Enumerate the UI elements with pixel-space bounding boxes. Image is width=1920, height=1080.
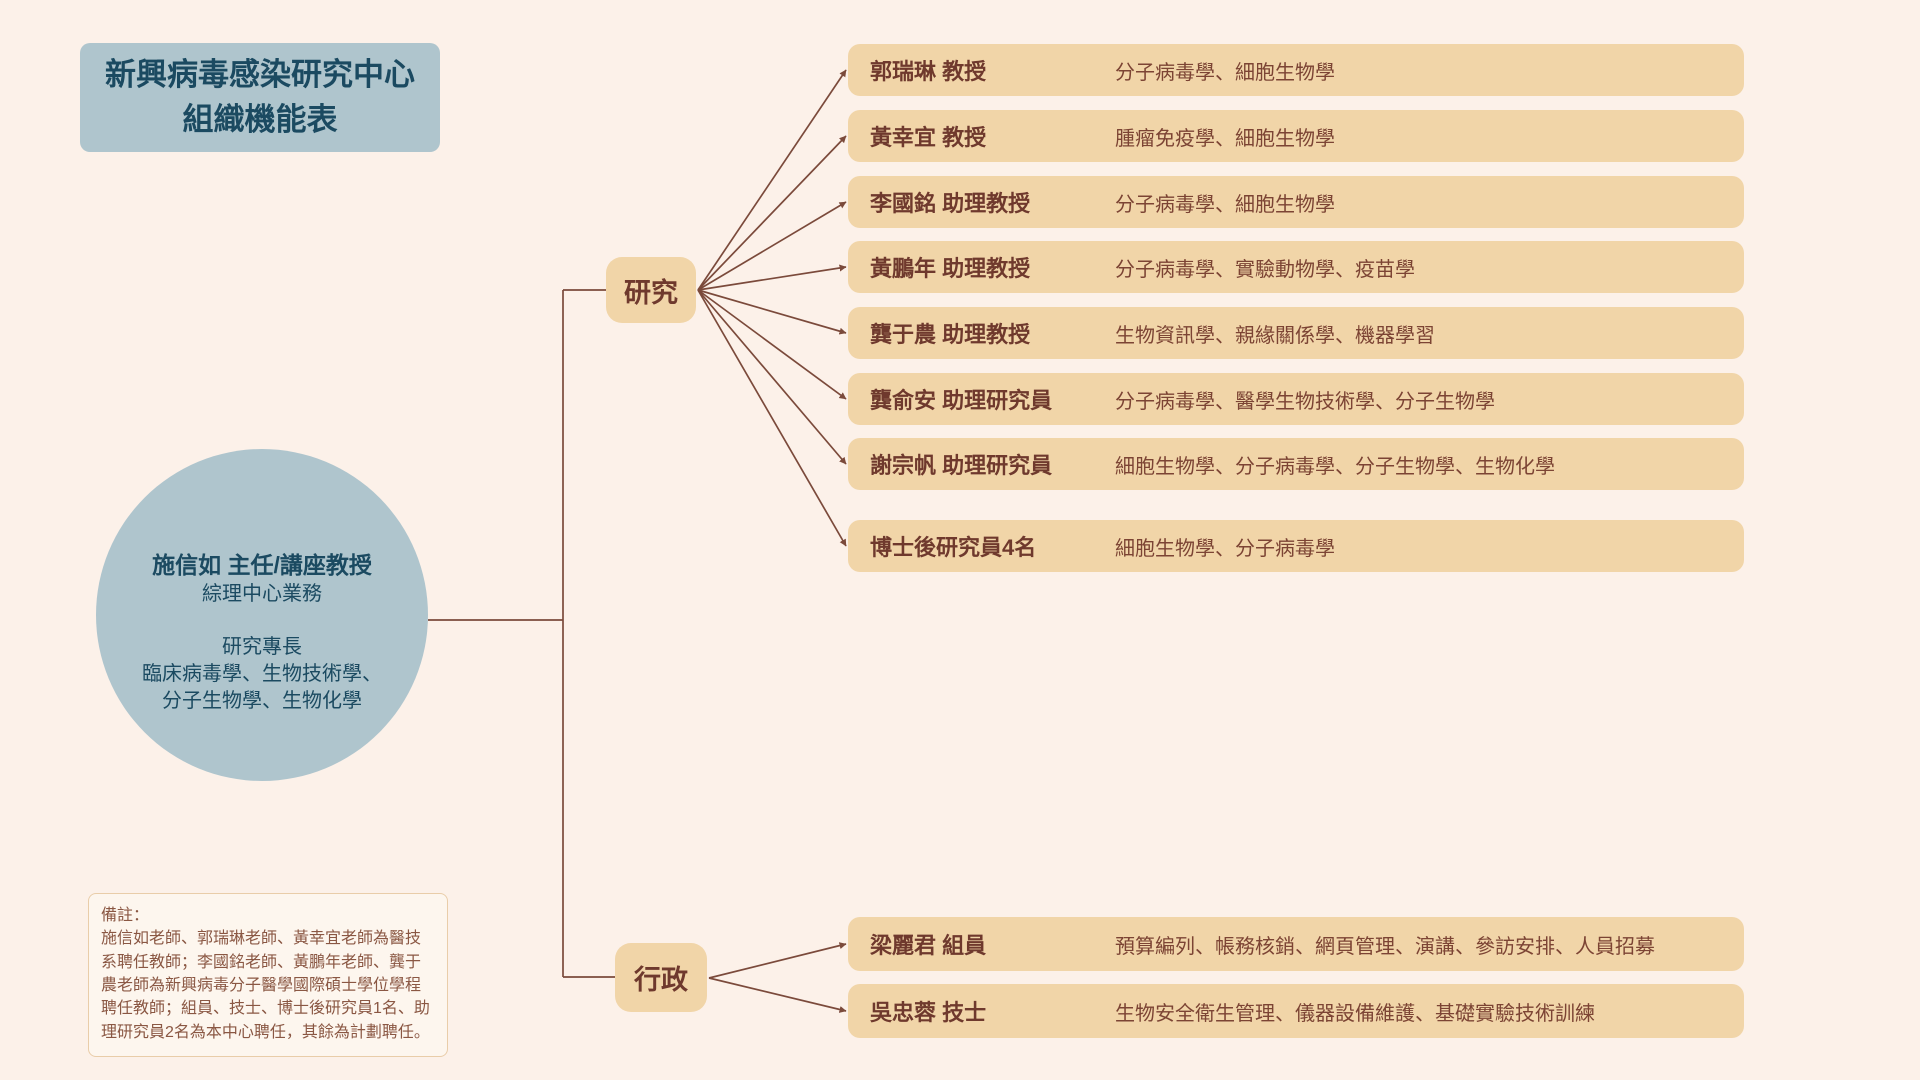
member-name: 吳忠蓉 技士	[870, 1000, 987, 1025]
note-label: 備註：	[101, 907, 150, 924]
branch-node-admin: 行政	[615, 943, 707, 1012]
chart-title-line2: 組織機能表	[182, 101, 338, 137]
director-role: 綜理中心業務	[202, 582, 322, 605]
branch-node-research: 研究	[606, 257, 696, 323]
member-specialty: 分子病毒學、細胞生物學	[1115, 61, 1335, 84]
note-box: 備註： 施信如老師、郭瑞琳老師、黃幸宜老師為醫技系聘任教師；李國銘老師、黃鵬年老…	[88, 893, 448, 1058]
member-specialty: 分子病毒學、實驗動物學、疫苗學	[1115, 258, 1415, 281]
member-specialty: 腫瘤免疫學、細胞生物學	[1115, 127, 1335, 150]
member-specialty: 細胞生物學、分子病毒學、分子生物學、生物化學	[1115, 455, 1555, 478]
chart-title-line1: 新興病毒感染研究中心	[105, 56, 415, 92]
director-expertise-line1: 臨床病毒學、生物技術學、	[142, 662, 382, 685]
branch-admin-label: 行政	[634, 965, 688, 995]
member-row: 梁麗君 組員 預算編列、帳務核銷、網頁管理、演講、參訪安排、人員招募	[848, 917, 1744, 971]
member-specialty: 細胞生物學、分子病毒學	[1115, 537, 1335, 560]
director-expertise-heading: 研究專長	[222, 635, 302, 658]
note-text: 施信如老師、郭瑞琳老師、黃幸宜老師為醫技系聘任教師；李國銘老師、黃鵬年老師、龔于…	[101, 930, 430, 1041]
member-name: 郭瑞琳 教授	[870, 59, 987, 84]
member-row: 黃幸宜 教授 腫瘤免疫學、細胞生物學	[848, 110, 1744, 162]
member-name: 龔俞安 助理研究員	[870, 388, 1053, 413]
director-name: 施信如 主任/講座教授	[152, 552, 372, 579]
member-specialty: 分子病毒學、細胞生物學	[1115, 193, 1335, 216]
member-row: 吳忠蓉 技士 生物安全衛生管理、儀器設備維護、基礎實驗技術訓練	[848, 984, 1744, 1038]
chart-title: 新興病毒感染研究中心 組織機能表	[80, 43, 440, 152]
member-row: 黃鵬年 助理教授 分子病毒學、實驗動物學、疫苗學	[848, 241, 1744, 293]
member-row: 李國銘 助理教授 分子病毒學、細胞生物學	[848, 176, 1744, 228]
member-name: 黃幸宜 教授	[870, 125, 987, 150]
member-row: 郭瑞琳 教授 分子病毒學、細胞生物學	[848, 44, 1744, 96]
member-name: 李國銘 助理教授	[870, 191, 1031, 216]
member-name: 梁麗君 組員	[870, 933, 987, 958]
director-expertise-line2: 分子生物學、生物化學	[162, 689, 362, 712]
member-row: 謝宗帆 助理研究員 細胞生物學、分子病毒學、分子生物學、生物化學	[848, 438, 1744, 490]
member-specialty: 分子病毒學、醫學生物技術學、分子生物學	[1115, 390, 1495, 413]
member-name: 博士後研究員4名	[870, 535, 1037, 560]
branch-research-label: 研究	[624, 277, 678, 308]
member-name: 謝宗帆 助理研究員	[870, 453, 1053, 478]
member-specialty: 生物資訊學、親緣關係學、機器學習	[1115, 324, 1435, 347]
member-specialty: 預算編列、帳務核銷、網頁管理、演講、參訪安排、人員招募	[1115, 935, 1655, 958]
member-row: 龔俞安 助理研究員 分子病毒學、醫學生物技術學、分子生物學	[848, 373, 1744, 425]
member-row: 博士後研究員4名 細胞生物學、分子病毒學	[848, 520, 1744, 572]
director-node: 施信如 主任/講座教授 綜理中心業務 研究專長 臨床病毒學、生物技術學、 分子生…	[96, 449, 428, 781]
member-row: 龔于農 助理教授 生物資訊學、親緣關係學、機器學習	[848, 307, 1744, 359]
member-name: 黃鵬年 助理教授	[870, 256, 1031, 281]
member-specialty: 生物安全衛生管理、儀器設備維護、基礎實驗技術訓練	[1115, 1002, 1595, 1025]
member-name: 龔于農 助理教授	[870, 322, 1031, 347]
